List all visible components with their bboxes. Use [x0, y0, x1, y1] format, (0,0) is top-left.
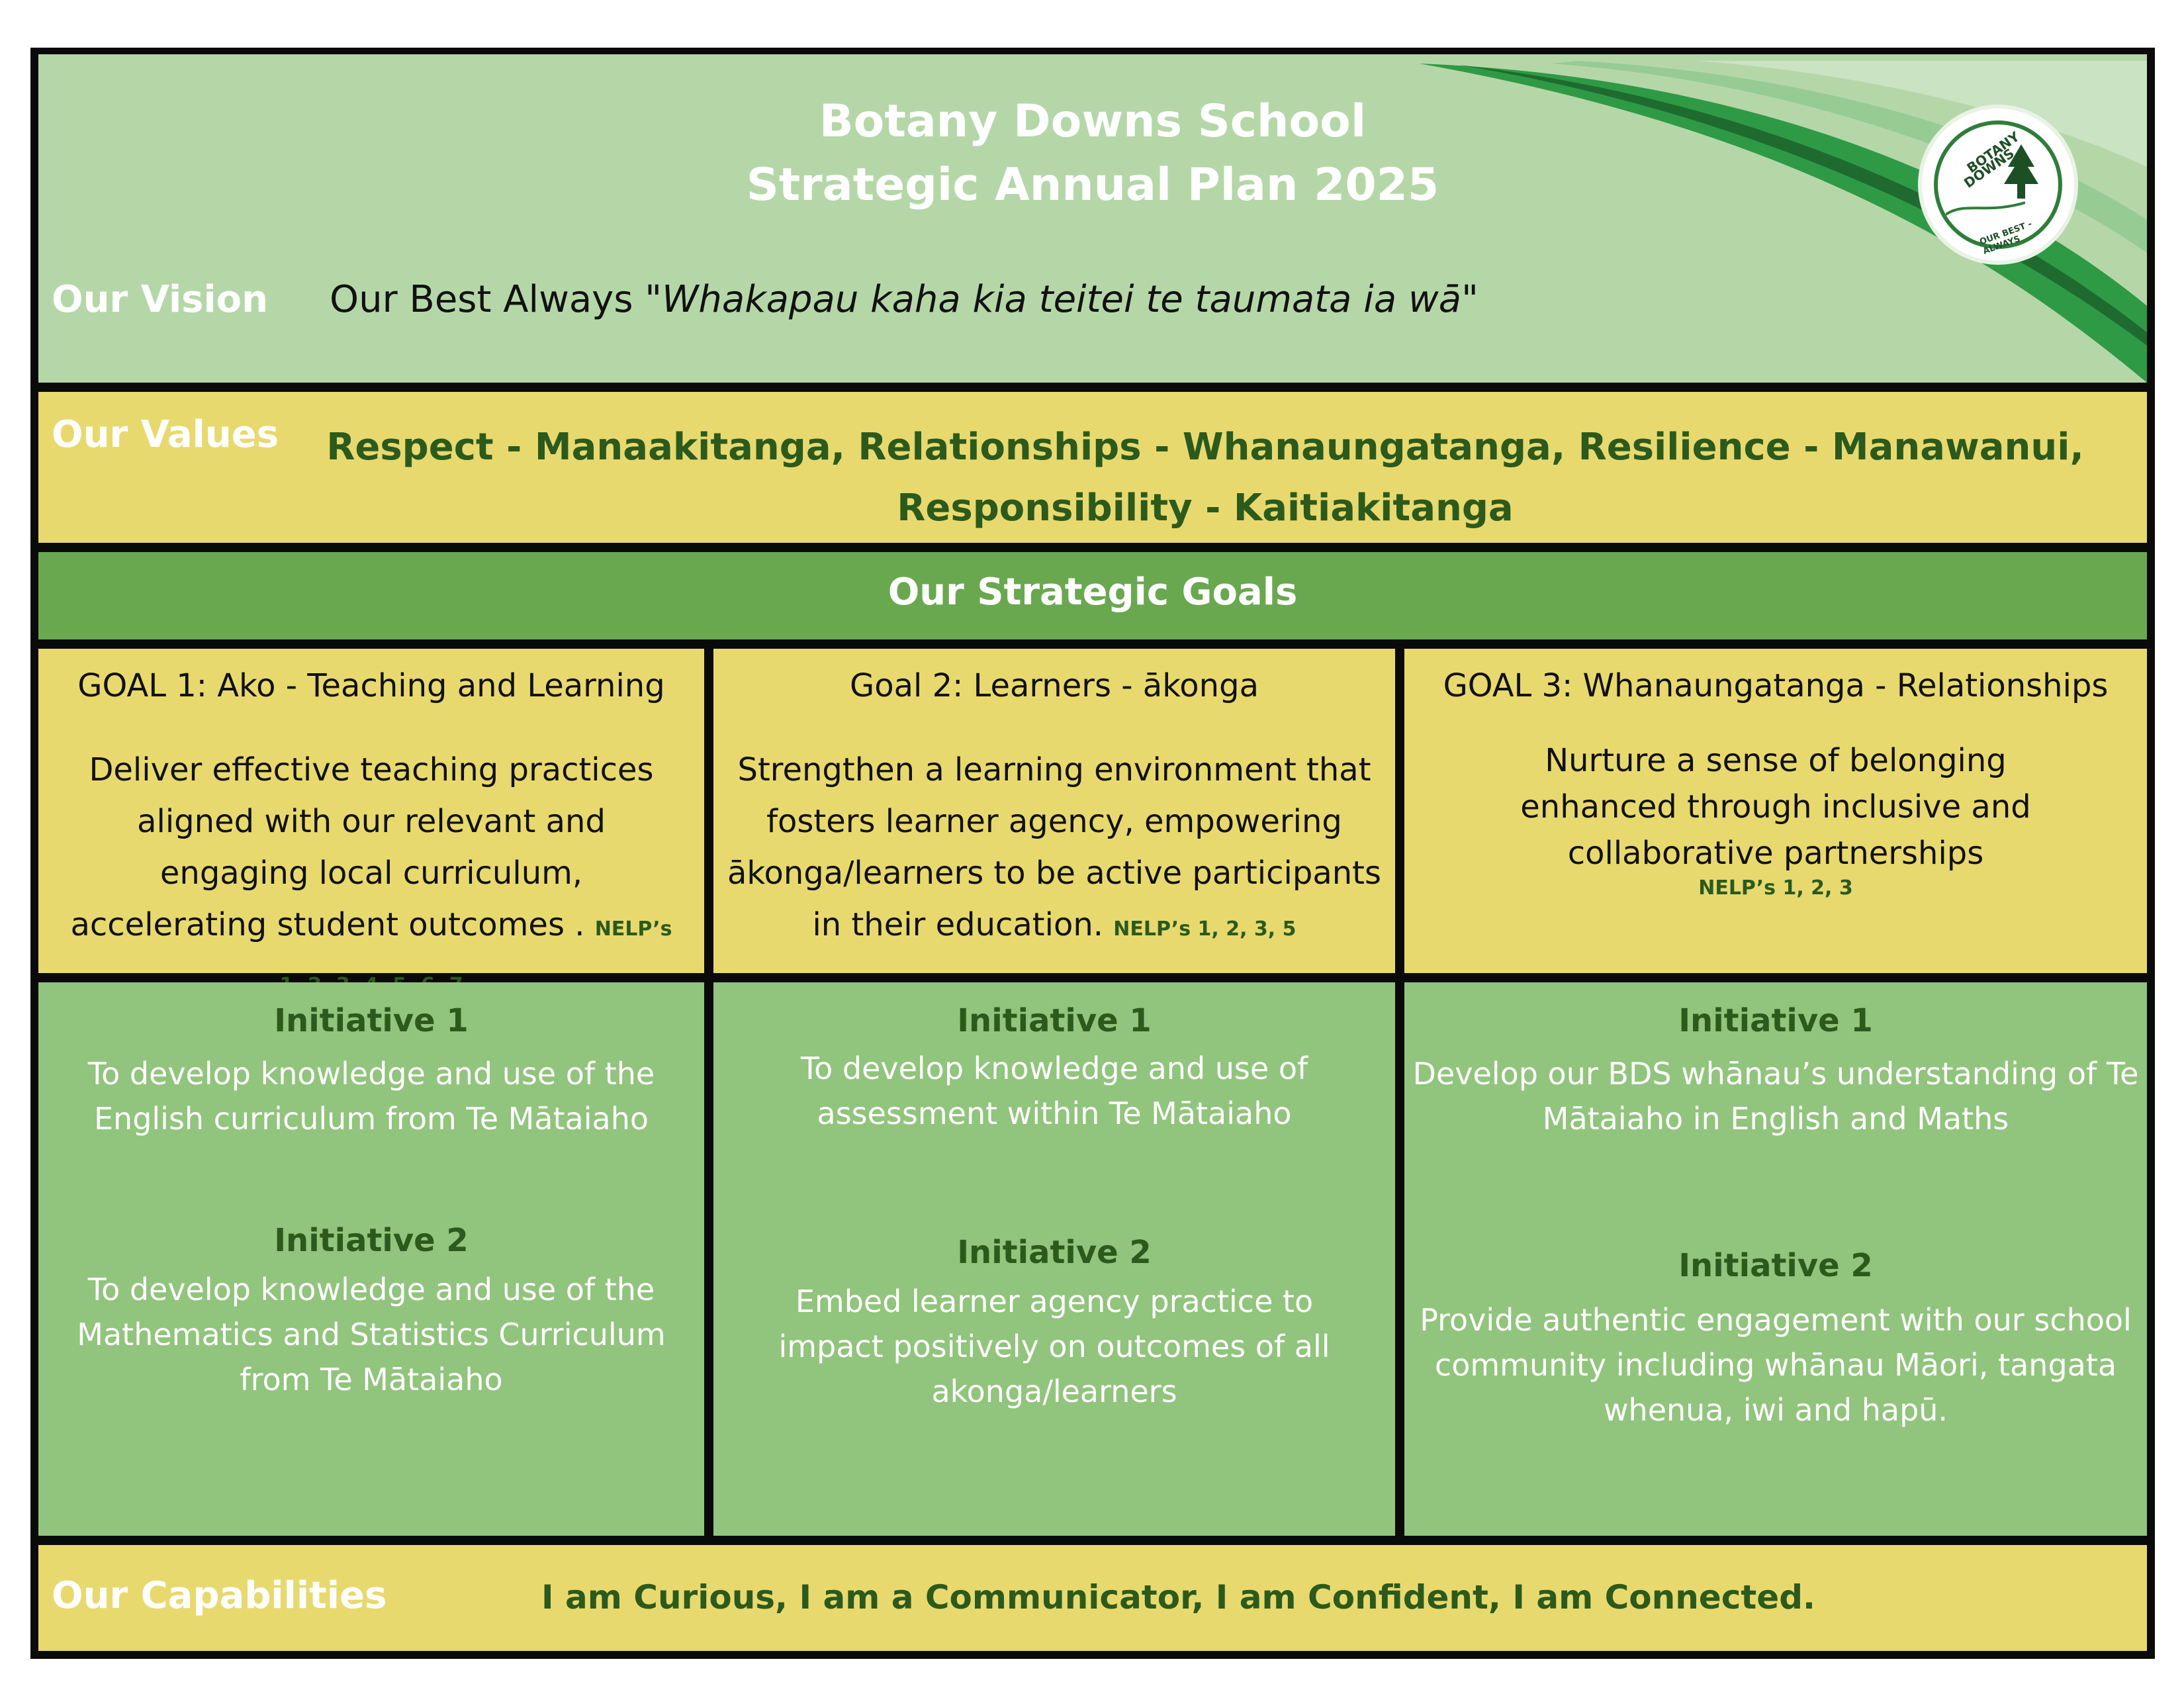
goal-3-initiative-2-heading: Initiative 2 [1678, 1247, 1873, 1284]
goal-3-nelp: NELP’s 1, 2, 3 [1698, 876, 1853, 900]
goal-1-initiative-2-heading: Initiative 2 [274, 1222, 469, 1259]
strategic-goals-title: Our Strategic Goals [887, 571, 1298, 614]
vision-statement: Our Best Always "Whakapau kaha kia teite… [330, 278, 1479, 321]
initiatives-1-panel: Initiative 1 To develop knowledge and us… [38, 982, 704, 1536]
goal-1-body: Deliver effective teaching practices ali… [38, 744, 704, 1011]
school-logo: BOTANY DOWNS OUR BEST - ALWAYS [1922, 109, 2074, 261]
school-name: Botany Downs School [819, 95, 1367, 148]
values-panel: Our Values Respect - Manaakitanga, Relat… [38, 392, 2147, 543]
values-text: Respect - Manaakitanga, Relationships - … [290, 417, 2120, 539]
goal-1-panel: GOAL 1: Ako - Teaching and Learning Deli… [38, 649, 704, 997]
goal-1-initiative-1-heading: Initiative 1 [274, 1002, 469, 1039]
capabilities-text: I am Curious, I am a Communicator, I am … [541, 1578, 1815, 1617]
initiatives-2-panel: Initiative 1 To develop knowledge and us… [713, 982, 1395, 1536]
goal-3-initiative-2-text: Provide authentic engagement with our sc… [1420, 1302, 2132, 1428]
goal-2-nelp: NELP’s 1, 2, 3, 5 [1113, 917, 1297, 941]
goal-2-initiative-1-text: To develop knowledge and use of assessme… [800, 1051, 1308, 1131]
vision-maori: Whakapau kaha kia teitei te taumata ia w… [662, 278, 1462, 321]
tree-icon [2004, 144, 2038, 199]
header-panel: Botany Downs School Strategic Annual Pla… [38, 54, 2147, 383]
plan-title: Strategic Annual Plan 2025 [746, 159, 1439, 211]
goal-3-initiative-1-text: Develop our BDS whānau’s understanding o… [1412, 1056, 2139, 1137]
strategic-goals-bar: Our Strategic Goals [38, 552, 2147, 639]
goal-3-initiative-1-heading: Initiative 1 [1678, 1002, 1873, 1039]
strategic-plan-frame: Botany Downs School Strategic Annual Pla… [30, 48, 2155, 1659]
goal-3-panel: GOAL 3: Whanaungatanga - Relationships N… [1404, 649, 2147, 973]
initiatives-3-panel: Initiative 1 Develop our BDS whānau’s un… [1404, 982, 2147, 1536]
values-label: Our Values [52, 413, 279, 456]
goal-3-heading: GOAL 3: Whanaungatanga - Relationships [1443, 667, 2109, 704]
goal-1-heading: GOAL 1: Ako - Teaching and Learning [77, 667, 665, 704]
goal-2-initiative-2-text: Embed learner agency practice to impact … [778, 1284, 1330, 1409]
goal-2-panel: Goal 2: Learners - ākonga Strengthen a l… [713, 649, 1395, 973]
goal-2-body: Strengthen a learning environment that f… [713, 744, 1395, 955]
vision-label: Our Vision [52, 278, 269, 321]
goal-2-heading: Goal 2: Learners - ākonga [850, 667, 1259, 704]
goal-2-initiative-1-heading: Initiative 1 [957, 1002, 1152, 1039]
goal-3-body: Nurture a sense of belonging enhanced th… [1404, 737, 2147, 876]
goal-1-description: Deliver effective teaching practices ali… [70, 751, 654, 943]
goal-1-initiative-1-text: To develop knowledge and use of the Engl… [87, 1056, 655, 1137]
capabilities-panel: Our Capabilities I am Curious, I am a Co… [38, 1545, 2147, 1651]
capabilities-label: Our Capabilities [52, 1574, 387, 1617]
goal-3-description: Nurture a sense of belonging enhanced th… [1520, 742, 2031, 872]
values-line-2: Responsibility - Kaitiakitanga [897, 487, 1514, 530]
path-icon [1946, 201, 2025, 216]
vision-lead: Our Best Always " [330, 278, 662, 321]
logo-ring [1934, 120, 2062, 249]
vision-close: " [1461, 278, 1479, 321]
goal-1-initiative-2-text: To develop knowledge and use of the Math… [77, 1272, 666, 1397]
values-line-1: Respect - Manaakitanga, Relationships - … [326, 426, 2084, 469]
goal-2-initiative-2-heading: Initiative 2 [957, 1234, 1152, 1271]
goal-2-description: Strengthen a learning environment that f… [727, 751, 1381, 943]
